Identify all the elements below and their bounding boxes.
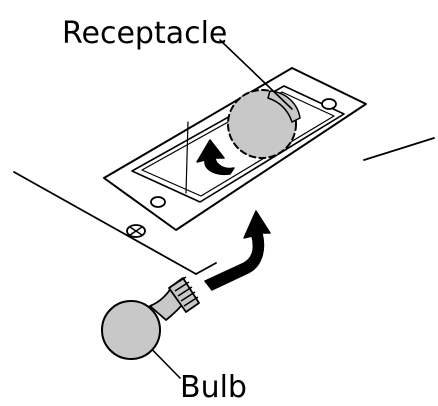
cover-plate-divider (185, 121, 189, 194)
bulb-threads (171, 276, 199, 307)
surface-corner-edge (195, 262, 217, 275)
bulb (101, 276, 200, 360)
receptacle-label: Receptacle (62, 16, 227, 51)
cover-plate-outline (103, 67, 367, 231)
surface-front-edge (13, 171, 197, 275)
insertion-arrow-icon (204, 210, 271, 291)
receptacle-socket-rim (267, 90, 301, 123)
surface-back-edge (363, 137, 435, 161)
receptacle-socket (227, 89, 301, 159)
bulb-glass (101, 300, 161, 360)
screw-hole-right (321, 98, 337, 110)
bulb-label: Bulb (180, 370, 247, 405)
receptacle-socket-hidden (227, 89, 297, 159)
machine-surface (13, 137, 435, 275)
receptacle-cover-plate (103, 67, 367, 231)
screw-hole-left (150, 196, 166, 208)
receptacle-leader (219, 39, 293, 110)
screw-icon (126, 224, 146, 238)
curved-arrow-icon (196, 139, 235, 176)
